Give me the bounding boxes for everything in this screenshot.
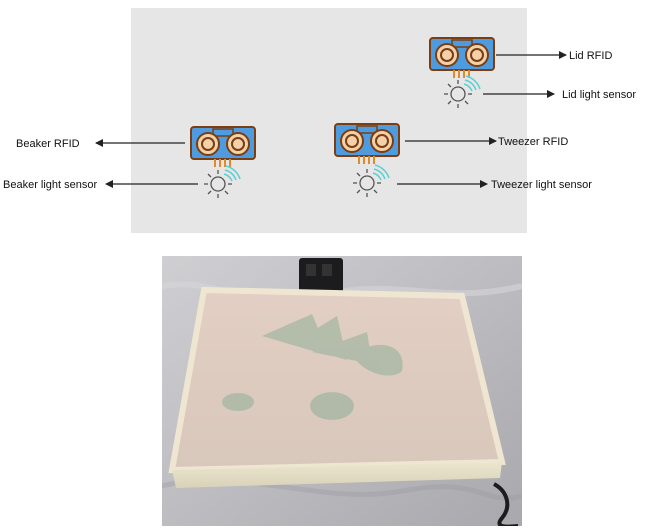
beaker-rfid-label: Beaker RFID bbox=[16, 138, 80, 150]
tweezer-rfid-label: Tweezer RFID bbox=[498, 136, 568, 148]
cable bbox=[492, 482, 518, 526]
tweezer-light-sensor-label: Tweezer light sensor bbox=[491, 179, 592, 191]
lid-light-sensor-label: Lid light sensor bbox=[562, 89, 636, 101]
device-photo bbox=[162, 256, 522, 526]
sensor-layout-diagram: Lid RFID Lid light sensor Beaker RFID Be… bbox=[3, 8, 636, 233]
box-front bbox=[172, 462, 502, 488]
beaker-light-sensor-label: Beaker light sensor bbox=[3, 179, 97, 191]
lid-rfid-label: Lid RFID bbox=[569, 50, 612, 62]
